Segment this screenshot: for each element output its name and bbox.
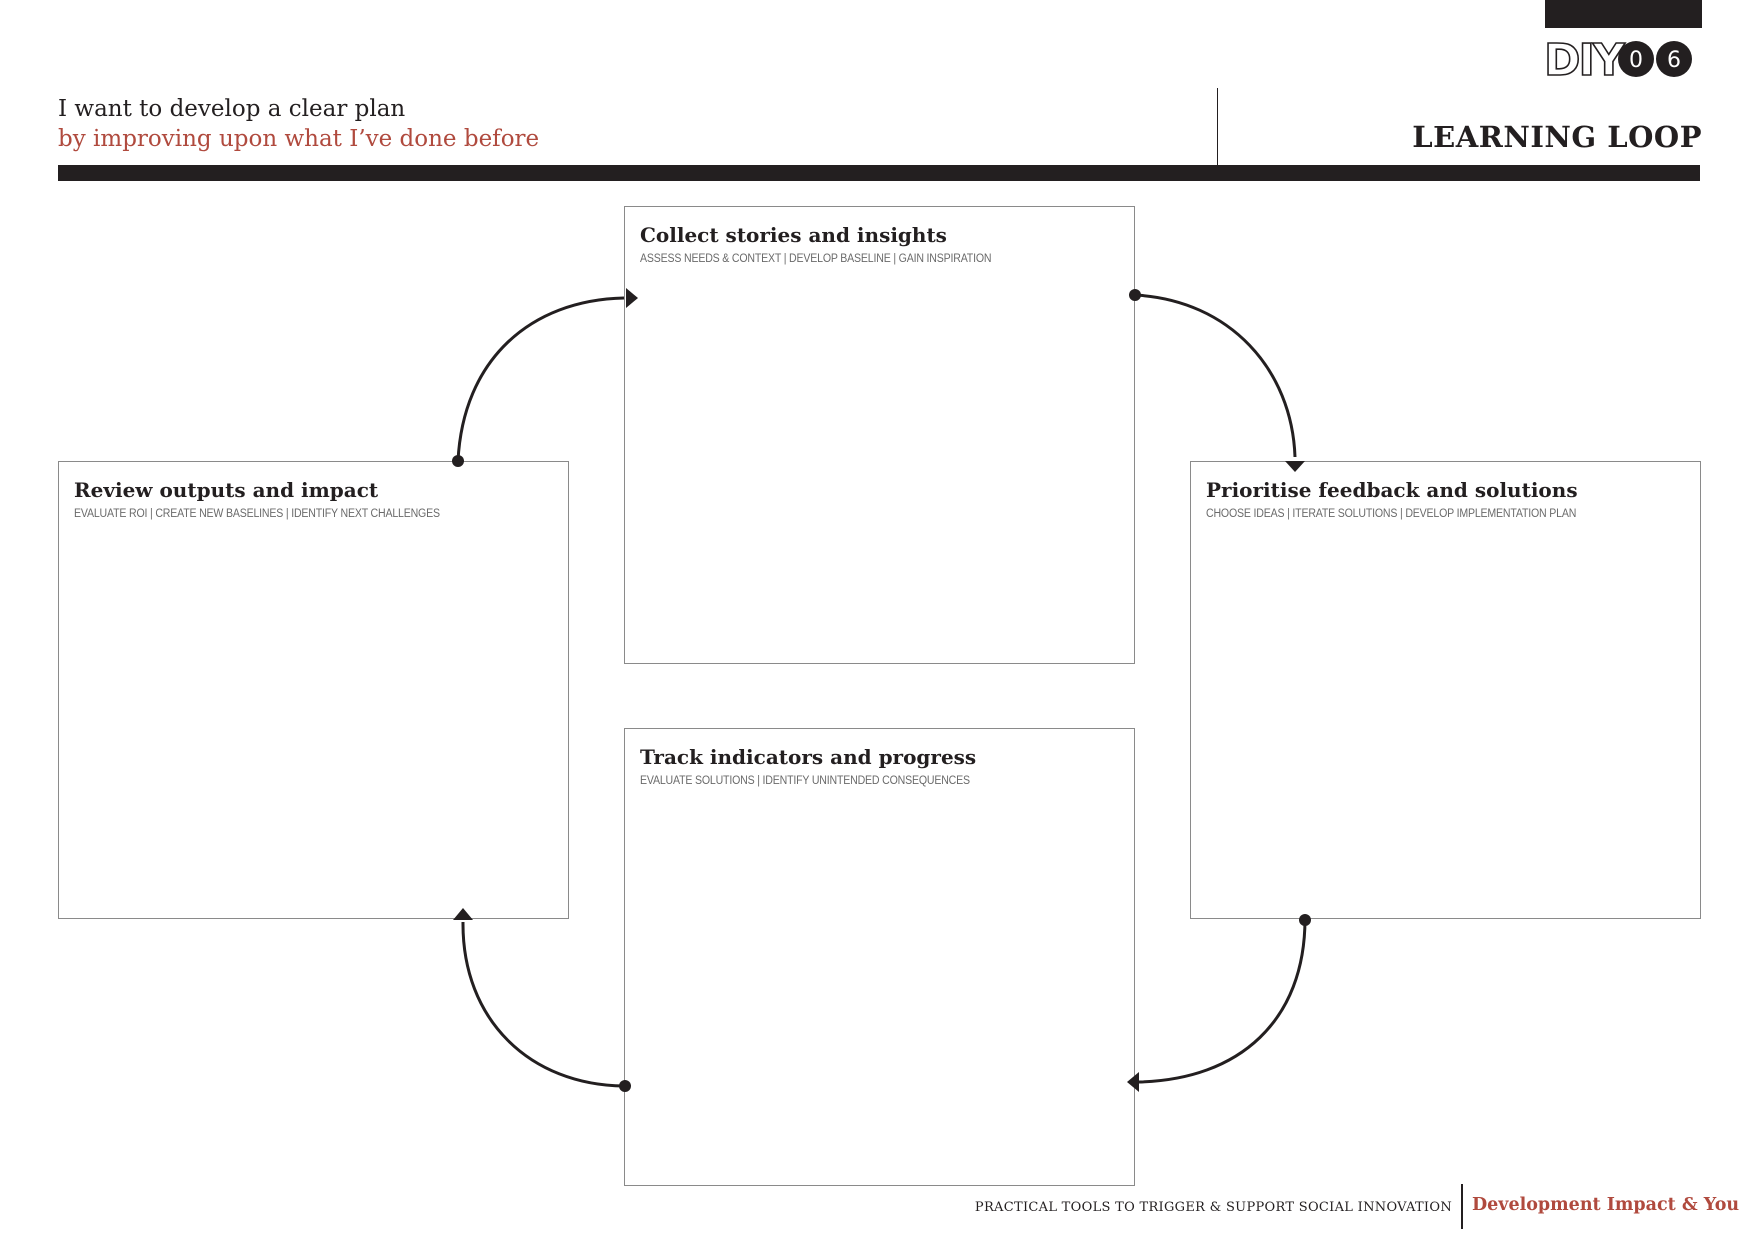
arrow-track-to-review xyxy=(453,908,631,1092)
logo-digit-circle-2 xyxy=(1656,41,1692,77)
box-collect-stories[interactable]: Collect stories and insights ASSESS NEED… xyxy=(624,206,1135,664)
box-review-outputs[interactable]: Review outputs and impact EVALUATE ROI |… xyxy=(58,461,569,919)
box-subtitle: EVALUATE ROI | CREATE NEW BASELINES | ID… xyxy=(74,508,440,520)
header-thick-rule xyxy=(58,165,1700,181)
arrow-head xyxy=(1285,461,1305,472)
footer-divider xyxy=(1461,1184,1463,1229)
box-title: Review outputs and impact xyxy=(74,478,379,502)
arrow-start-dot xyxy=(1299,914,1311,926)
logo-digit-circle-1 xyxy=(1618,41,1654,77)
subtitle-line-1: I want to develop a clear plan xyxy=(58,96,406,122)
box-title: Prioritise feedback and solutions xyxy=(1206,478,1578,502)
box-title: Track indicators and progress xyxy=(640,745,977,769)
box-subtitle: ASSESS NEEDS & CONTEXT | DEVELOP BASELIN… xyxy=(640,253,992,265)
arrow-prioritise-to-track xyxy=(1127,914,1311,1092)
box-track-indicators[interactable]: Track indicators and progress EVALUATE S… xyxy=(624,728,1135,1186)
footer-brand: Development Impact & You xyxy=(1472,1195,1740,1215)
subtitle-line-2: by improving upon what I’ve done before xyxy=(58,126,540,152)
diy-logo: DIY 0 6 xyxy=(1544,38,1704,80)
page-title: LEARNING LOOP xyxy=(1412,120,1702,154)
header-divider xyxy=(1217,88,1218,166)
arrow-start-dot xyxy=(619,1080,631,1092)
top-black-tab xyxy=(1545,0,1702,28)
box-title: Collect stories and insights xyxy=(640,223,947,247)
arrow-collect-to-prioritise xyxy=(1129,289,1305,472)
box-subtitle: EVALUATE SOLUTIONS | IDENTIFY UNINTENDED… xyxy=(640,775,970,787)
logo-digit-2: 6 xyxy=(1667,48,1681,73)
arrow-review-to-collect xyxy=(452,288,638,467)
box-prioritise-feedback[interactable]: Prioritise feedback and solutions CHOOSE… xyxy=(1190,461,1701,919)
logo-text: DIY xyxy=(1544,38,1626,80)
box-subtitle: CHOOSE IDEAS | ITERATE SOLUTIONS | DEVEL… xyxy=(1206,508,1577,520)
logo-digit-1: 0 xyxy=(1629,48,1643,73)
arrow-head xyxy=(1127,1072,1139,1092)
arrow-head xyxy=(453,908,473,920)
arrow-start-dot xyxy=(452,455,464,467)
footer-tagline: PRACTICAL TOOLS TO TRIGGER & SUPPORT SOC… xyxy=(974,1200,1452,1215)
arrow-head xyxy=(626,288,638,308)
arrow-start-dot xyxy=(1129,289,1141,301)
